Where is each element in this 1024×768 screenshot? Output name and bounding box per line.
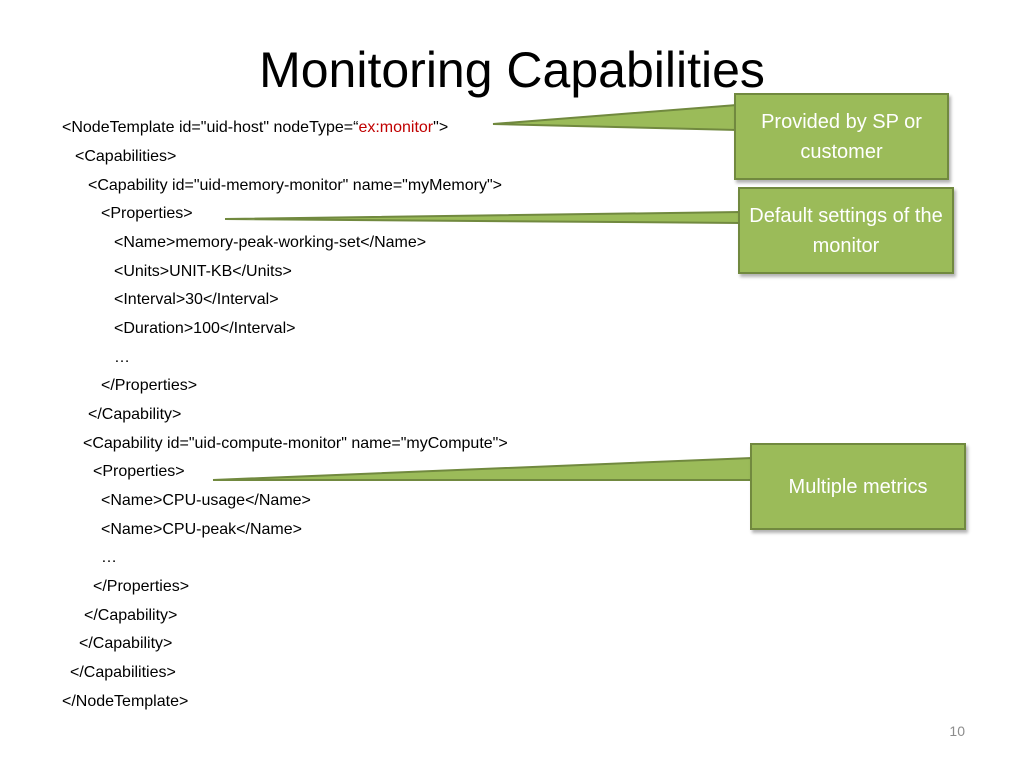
code-line: <Units>UNIT-KB</Units> [114, 263, 292, 280]
code-line: </Capability> [84, 607, 178, 624]
code-line: <Capabilities> [75, 148, 177, 165]
code-line: <Name>memory-peak-working-set</Name> [114, 234, 427, 251]
code-text: <NodeTemplate id="uid-host" nodeType=“ [62, 119, 359, 136]
code-line: </Capability> [79, 635, 173, 652]
callout-provider: Provided by SP or customer [734, 93, 949, 180]
code-text: "> [433, 119, 449, 136]
callout-defaults-text: Default settings of the monitor [749, 204, 943, 257]
code-line: <Capability id="uid-memory-monitor" name… [88, 177, 502, 194]
page-number: 10 [949, 723, 965, 739]
code-line: </Capability> [88, 406, 182, 423]
code-line: </Properties> [101, 377, 198, 394]
code-line: </NodeTemplate> [62, 693, 189, 710]
code-line: … [101, 549, 117, 566]
code-line: <NodeTemplate id="uid-host" nodeType=“ex… [62, 118, 448, 138]
code-line: <Properties> [93, 463, 185, 480]
code-line: <Capability id="uid-compute-monitor" nam… [83, 435, 508, 452]
code-line: </Capabilities> [70, 664, 176, 681]
code-line: <Name>CPU-peak</Name> [101, 521, 302, 538]
callout-pointer-provider [492, 103, 738, 132]
code-line: <Properties> [101, 205, 193, 222]
callout-provider-text: Provided by SP or customer [761, 110, 922, 163]
node-type-highlight: ex:monitor [358, 119, 434, 136]
callout-pointer-defaults [224, 210, 742, 225]
code-line: </Properties> [93, 578, 190, 595]
code-line: <Name>CPU-usage</Name> [101, 492, 311, 509]
callout-metrics: Multiple metrics [750, 443, 966, 530]
code-line: <Duration>100</Interval> [114, 320, 296, 337]
code-line: <Interval>30</Interval> [114, 291, 279, 308]
callout-defaults: Default settings of the monitor [738, 187, 954, 274]
callout-metrics-text: Multiple metrics [788, 475, 928, 498]
code-line: … [114, 349, 130, 366]
callout-pointer-metrics [212, 456, 753, 481]
slide-title: Monitoring Capabilities [259, 42, 765, 98]
